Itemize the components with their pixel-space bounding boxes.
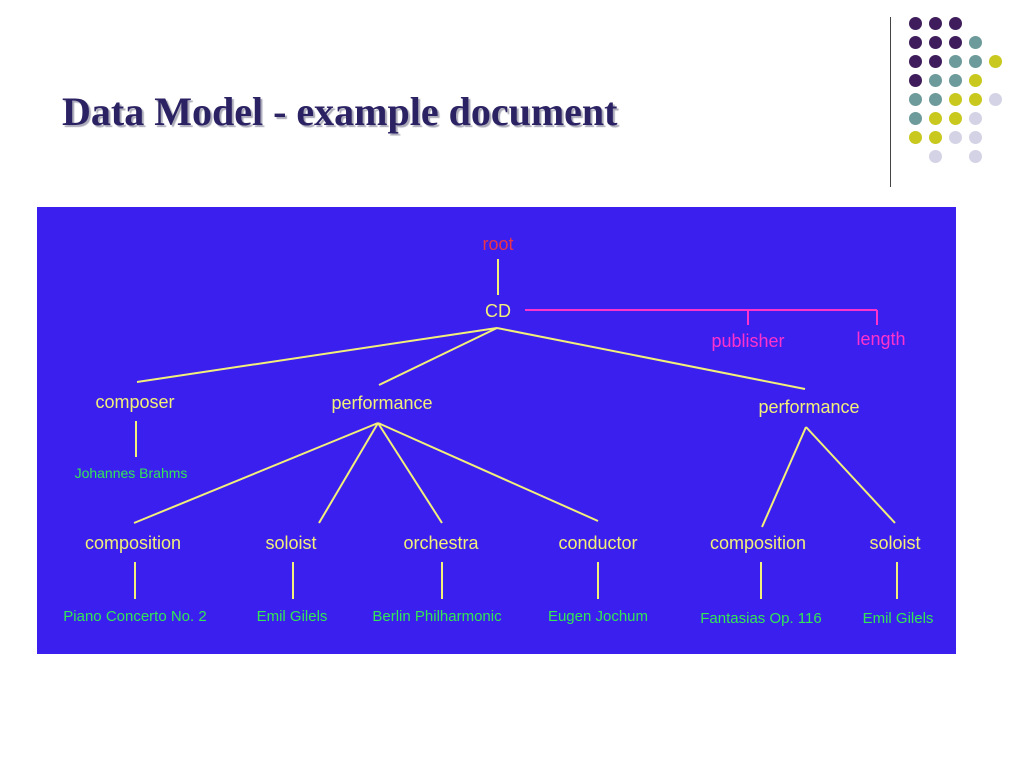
decor-dot — [989, 55, 1002, 68]
decor-dot — [909, 93, 922, 106]
node-orchestra: orchestra — [403, 533, 479, 553]
decor-dot — [969, 74, 982, 87]
value-soloist-2: Emil Gilels — [862, 610, 934, 627]
edge-perf1-orchestra — [377, 422, 443, 524]
decor-dot — [969, 131, 982, 144]
node-cd: CD — [485, 301, 511, 321]
value-orchestra: Berlin Philharmonic — [372, 608, 502, 625]
node-composition-1: composition — [84, 533, 182, 553]
decor-dot — [909, 36, 922, 49]
edge-cd-composer — [136, 327, 498, 383]
edge-perf1-composition — [133, 422, 379, 524]
node-root: root — [482, 234, 514, 254]
decor-dot — [969, 150, 982, 163]
decorative-dot-grid — [906, 12, 1016, 172]
decor-dot — [909, 131, 922, 144]
value-conductor: Eugen Jochum — [547, 608, 649, 625]
decor-dot — [909, 17, 922, 30]
edge-perf1-soloist — [318, 422, 379, 524]
edge-cd-performance-2 — [496, 327, 806, 390]
cd-tree-diagram: root CD publisher length composer perfor… — [37, 207, 956, 654]
decor-dot — [949, 93, 962, 106]
node-composition-2: composition — [709, 533, 807, 553]
decor-dot — [929, 150, 942, 163]
decor-dot — [929, 112, 942, 125]
attr-publisher: publisher — [711, 331, 785, 351]
decor-dot — [969, 36, 982, 49]
node-soloist-2: soloist — [869, 533, 921, 553]
node-composer: composer — [95, 392, 175, 412]
attr-length: length — [856, 329, 906, 349]
decor-dot — [929, 36, 942, 49]
decor-dot — [969, 55, 982, 68]
decor-dot — [949, 55, 962, 68]
decor-dot — [949, 74, 962, 87]
decor-dot — [909, 74, 922, 87]
value-composition-2: Fantasias Op. 116 — [700, 610, 822, 627]
value-composition-1: Piano Concerto No. 2 — [63, 608, 207, 625]
decor-dot — [909, 55, 922, 68]
decor-dot — [929, 74, 942, 87]
header-divider — [890, 17, 891, 187]
edge-perf2-soloist — [805, 426, 896, 524]
decor-dot — [929, 131, 942, 144]
decor-dot — [929, 55, 942, 68]
decor-dot — [949, 131, 962, 144]
node-conductor: conductor — [558, 533, 638, 553]
decor-dot — [929, 93, 942, 106]
value-soloist-1: Emil Gilels — [256, 608, 328, 625]
slide-title: Data Model - example document — [62, 89, 618, 134]
tree-lines — [133, 259, 898, 599]
decor-dot — [949, 112, 962, 125]
decor-dot — [909, 112, 922, 125]
edge-perf1-conductor — [377, 422, 599, 522]
decor-dot — [969, 93, 982, 106]
decor-dot — [989, 93, 1002, 106]
node-performance-2: performance — [758, 397, 860, 417]
decor-dot — [929, 17, 942, 30]
decor-dot — [969, 112, 982, 125]
edge-perf2-composition — [761, 426, 807, 528]
decor-dot — [949, 17, 962, 30]
node-performance-1: performance — [331, 393, 433, 413]
decor-dot — [949, 36, 962, 49]
value-composer: Johannes Brahms — [74, 465, 188, 481]
node-soloist-1: soloist — [265, 533, 317, 553]
edge-cd-performance-1 — [378, 327, 498, 386]
